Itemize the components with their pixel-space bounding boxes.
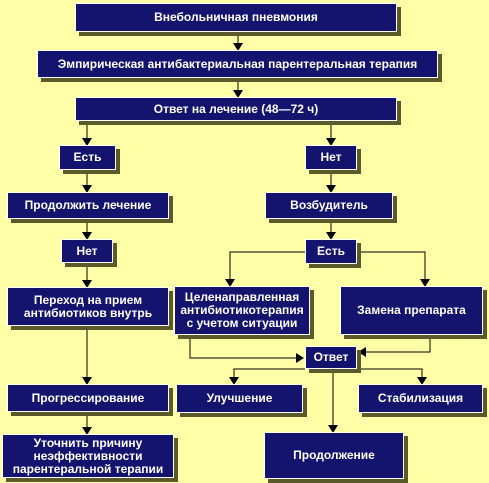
node-stabilization: Стабилизация: [358, 384, 483, 413]
node-improvement: Улучшение: [176, 384, 303, 413]
node-progression: Прогрессирование: [7, 384, 169, 412]
node-replace-label: Замена препарата: [357, 303, 466, 317]
node-stabilization-label: Стабилизация: [377, 391, 464, 405]
edge-replace-to-answer: [358, 335, 431, 357]
node-progression-label: Прогрессирование: [31, 390, 145, 405]
node-continuation-label: Продолжение: [293, 448, 375, 462]
node-no1-label: Нет: [320, 150, 342, 164]
node-oral-label: Переход на прием антибиотиков внутрь: [23, 292, 153, 320]
node-oral: Переход на прием антибиотиков внутрь: [7, 287, 169, 326]
node-yes1-label: Есть: [73, 150, 102, 164]
node-response-label: Ответ на лечение (48—72 ч): [153, 101, 319, 116]
node-cap: Внебольничная пневмония: [75, 3, 397, 32]
node-replace: Замена препарата: [340, 286, 483, 335]
node-no1: Нет: [305, 145, 357, 170]
node-targeted-label: Целенаправленная антибиотикотерапия с уч…: [180, 290, 304, 330]
node-improvement-label: Улучшение: [206, 391, 273, 405]
node-continue: Продолжить лечение: [7, 192, 169, 219]
node-clarify: Уточнить причину неэффективности паренте…: [2, 434, 174, 478]
edge-answer-to-improvement: [229, 368, 305, 385]
node-answer: Ответ: [305, 346, 357, 369]
edge-yes2-to-replace: [357, 251, 430, 287]
node-no2-label: Нет: [76, 243, 98, 258]
edge-yes2-to-targeted: [225, 251, 305, 287]
edge-targeted-to-answer: [189, 335, 304, 363]
node-continuation: Продолжение: [264, 432, 404, 479]
node-no2: Нет: [61, 239, 113, 263]
node-pathogen-label: Возбудитель: [290, 198, 368, 212]
node-empirical: Эмпирическая антибактериальная парентера…: [37, 50, 438, 78]
edge-answer-to-stabilization: [357, 368, 427, 385]
node-answer-label: Ответ: [313, 350, 349, 364]
node-cap-label: Внебольничная пневмония: [154, 10, 318, 24]
node-response: Ответ на лечение (48—72 ч): [75, 97, 397, 121]
node-empirical-label: Эмпирическая антибактериальная парентера…: [57, 56, 418, 71]
node-continue-label: Продолжить лечение: [24, 198, 152, 212]
node-yes2-label: Есть: [317, 244, 345, 258]
node-clarify-label: Уточнить причину неэффективности паренте…: [12, 435, 164, 476]
node-targeted: Целенаправленная антибиотикотерапия с уч…: [174, 286, 310, 335]
node-yes2: Есть: [305, 239, 357, 264]
node-pathogen: Возбудитель: [265, 192, 393, 219]
node-yes1: Есть: [59, 145, 116, 170]
